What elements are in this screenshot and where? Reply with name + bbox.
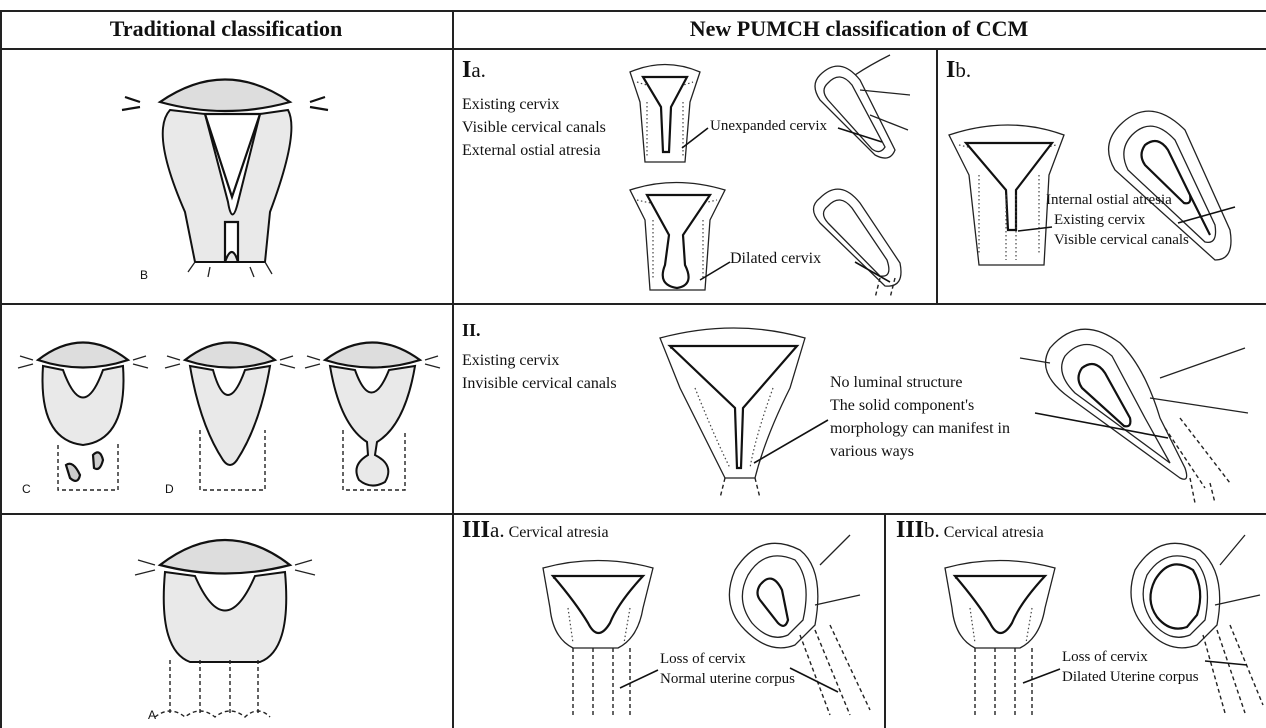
- ii-desc-2: Invisible cervical canals: [462, 373, 617, 394]
- iiib-suffix: b.: [924, 518, 940, 542]
- iiia-suffix: a.: [490, 518, 505, 542]
- ia-desc-2: Visible cervical canals: [462, 117, 606, 138]
- iiib-heading: IIIb. Cervical atresia: [896, 520, 1044, 543]
- header-divider: [0, 48, 1266, 50]
- ib-roman: I: [946, 57, 955, 83]
- ii-heading: II.: [462, 320, 481, 342]
- iiib-leaders: [1015, 655, 1255, 705]
- ia-leader-unexpanded: [660, 120, 890, 170]
- ib-heading: Ib.: [946, 60, 971, 83]
- uterus-illustration-d: [165, 330, 295, 495]
- letter-c: C: [22, 482, 31, 496]
- header-pumch: New PUMCH classification of CCM: [452, 16, 1266, 42]
- ii-leaders: [740, 408, 1180, 468]
- uterus-illustration-a: [130, 520, 320, 720]
- letter-a: A: [148, 708, 156, 722]
- ii-label-1: No luminal structure: [830, 372, 962, 393]
- iiia-iiib-divider: [884, 513, 886, 728]
- ii-roman: II.: [462, 320, 481, 340]
- ia-desc-1: Existing cervix: [462, 94, 559, 115]
- iiia-heading: IIIa. Cervical atresia: [462, 520, 609, 543]
- ia-desc-3: External ostial atresia: [462, 140, 601, 161]
- ii-desc-1: Existing cervix: [462, 350, 559, 371]
- ib-leaders: [1010, 195, 1250, 245]
- header-traditional: Traditional classification: [0, 16, 452, 42]
- iiia-title: Cervical atresia: [509, 524, 609, 541]
- iiib-roman: III: [896, 517, 924, 543]
- uterus-illustration-b: [120, 62, 330, 282]
- iiia-roman: III: [462, 517, 490, 543]
- table-border-top: [0, 10, 1266, 12]
- table-border-left: [0, 10, 2, 728]
- row-divider-2: [0, 513, 1266, 515]
- uterus-illustration-third: [305, 330, 440, 495]
- ia-leader-dilated: [690, 258, 920, 288]
- column-divider: [452, 10, 454, 728]
- letter-d: D: [165, 482, 174, 496]
- row-divider-1: [0, 303, 1266, 305]
- uterus-illustration-c: [18, 330, 148, 495]
- ia-heading: Ia.: [462, 60, 486, 83]
- iiia-leaders: [610, 660, 850, 710]
- letter-b: B: [140, 268, 148, 282]
- ia-roman: I: [462, 57, 471, 83]
- ia-ib-divider: [936, 48, 938, 303]
- ib-suffix: b.: [955, 58, 971, 82]
- ia-suffix: a.: [471, 58, 486, 82]
- iiib-title: Cervical atresia: [944, 524, 1044, 541]
